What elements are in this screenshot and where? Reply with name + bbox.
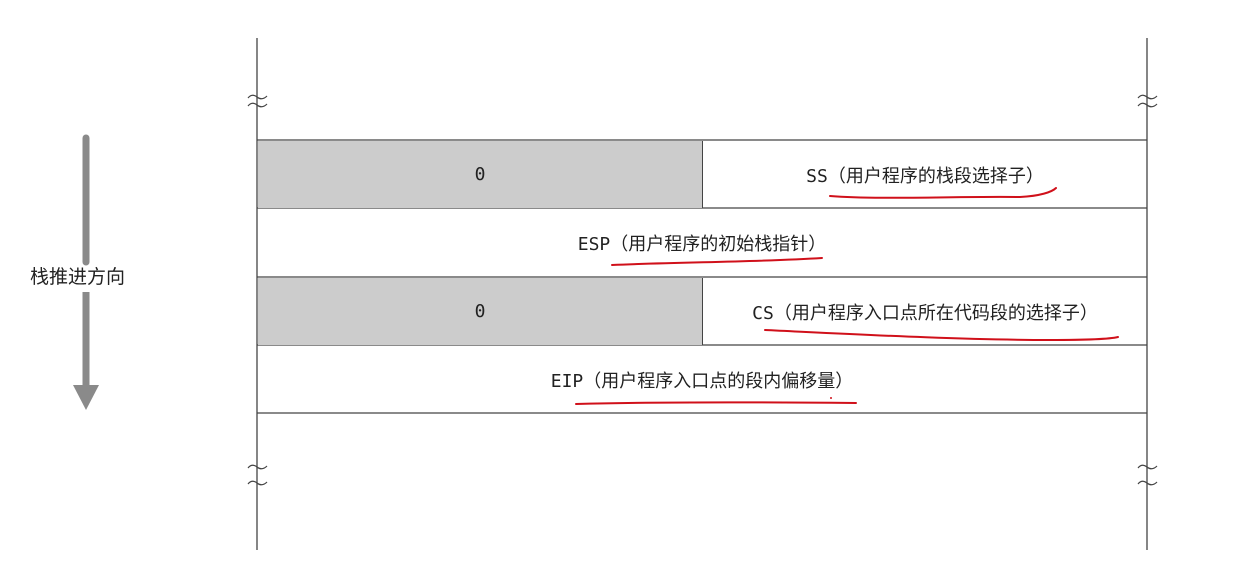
cell-ss-label: SS（用户程序的栈段选择子） (806, 165, 1044, 187)
stack-direction-arrow (73, 134, 99, 410)
cell-ss-padding-value: 0 (474, 164, 486, 185)
cell-cs-padding-value: 0 (474, 301, 486, 322)
cell-cs-label: CS（用户程序入口点所在代码段的选择子） (752, 302, 1098, 324)
underline-eip (575, 401, 857, 405)
underline-esp (611, 257, 823, 266)
annotation-dot (830, 397, 832, 399)
cell-cs-padding: 0 (258, 278, 702, 345)
cell-cs: CS（用户程序入口点所在代码段的选择子） (702, 278, 1147, 345)
underline-cs (764, 329, 1119, 342)
cell-ss: SS（用户程序的栈段选择子） (702, 141, 1147, 208)
cell-eip-label: EIP（用户程序入口点的段内偏移量） (550, 370, 854, 392)
underline-ss (829, 187, 1057, 199)
cell-esp-label: ESP（用户程序的初始栈指针） (577, 234, 827, 255)
cell-esp: ESP（用户程序的初始栈指针） (258, 209, 1146, 277)
cell-ss-padding: 0 (258, 141, 702, 208)
break-marks (247, 94, 1158, 486)
row-separators (257, 139, 1147, 414)
stack-direction-label: 栈推进方向 (30, 266, 126, 288)
cell-eip: EIP（用户程序入口点的段内偏移量） (258, 346, 1146, 413)
